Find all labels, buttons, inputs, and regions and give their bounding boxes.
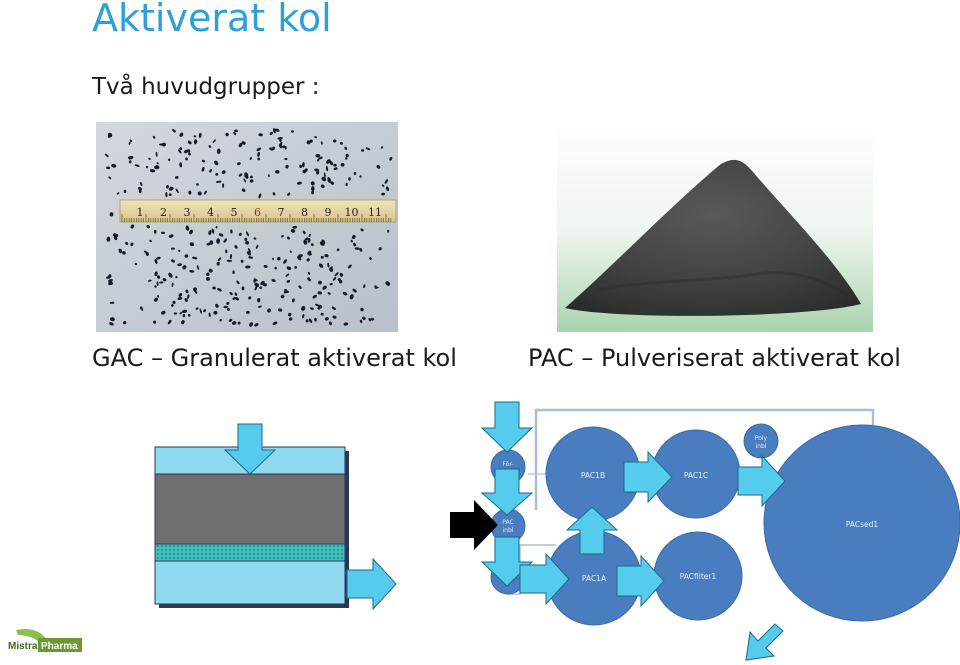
carbon-bed xyxy=(154,473,346,545)
flow-arrow-down xyxy=(480,401,534,453)
node-poly-inbl xyxy=(743,423,779,459)
flow-arrow-diagonal xyxy=(745,623,784,661)
ruler-number: 1 xyxy=(137,206,144,219)
ruler-number: 3 xyxy=(184,206,191,219)
label-pacfilter1: PACfilter1 xyxy=(680,572,717,581)
label-for: För- xyxy=(502,461,513,468)
flow-arrow-right xyxy=(623,450,673,504)
logo-text-mistra: Mistra xyxy=(8,641,38,652)
filter-mesh xyxy=(154,543,346,562)
label-pac-inbl-1: PAC xyxy=(502,519,513,526)
label-pac1c: PAC1C xyxy=(684,471,708,480)
ruler: 1 2 3 4 5 6 7 8 9 10 11 xyxy=(119,199,397,223)
label-poly-inbl-2: inbl xyxy=(756,443,767,450)
outflow-arrow xyxy=(346,557,397,611)
node-pacsed1 xyxy=(763,424,960,622)
ruler-number: 5 xyxy=(231,206,238,219)
slide-title: Aktiverat kol xyxy=(92,0,332,40)
slide-subtitle: Två huvudgrupper : xyxy=(92,74,320,100)
ruler-number: 4 xyxy=(207,206,214,219)
process-pipe xyxy=(534,408,875,510)
ruler-number: 6 xyxy=(254,206,261,219)
ruler-number: 8 xyxy=(301,206,308,219)
gac-filter-diagram xyxy=(154,423,397,611)
logo-text-pharma: Pharma xyxy=(41,641,78,652)
ruler-number: 9 xyxy=(325,206,332,219)
pac-caption: PAC – Pulveriserat aktiverat kol xyxy=(528,344,901,372)
label-pacsed1: PACsed1 xyxy=(846,520,879,529)
mistra-pharma-logo: Mistra Pharma xyxy=(6,627,82,661)
water-layer-bottom xyxy=(154,560,346,605)
label-pac-inbl-2: inbl xyxy=(503,527,514,534)
flow-arrow-right xyxy=(737,454,786,508)
ruler-number: 2 xyxy=(160,206,167,219)
flow-arrow-right xyxy=(616,554,665,608)
gac-caption: GAC – Granulerat aktiverat kol xyxy=(92,344,457,372)
label-pac1b: PAC1B xyxy=(581,471,605,480)
ruler-number: 10 xyxy=(345,206,359,219)
pac-photo xyxy=(557,112,873,332)
label-poly-inbl-1: Poly xyxy=(755,435,768,442)
flow-arrow-up xyxy=(565,506,619,555)
label-pac1a: PAC1A xyxy=(582,574,607,583)
dosing-arrow xyxy=(450,500,498,550)
ruler-number: 7 xyxy=(278,206,285,219)
ruler-number: 11 xyxy=(368,206,382,219)
flow-arrow-down xyxy=(480,468,534,516)
gac-photo: 1 2 3 4 5 6 7 8 9 10 11 xyxy=(96,122,398,332)
carbon-granules xyxy=(104,128,393,327)
pac-process-diagram: PAC1B PAC1C PAC1A PACfilter1 PACsed1 För… xyxy=(450,401,960,661)
flow-arrow-right xyxy=(519,552,570,606)
inflow-arrow xyxy=(223,423,277,475)
